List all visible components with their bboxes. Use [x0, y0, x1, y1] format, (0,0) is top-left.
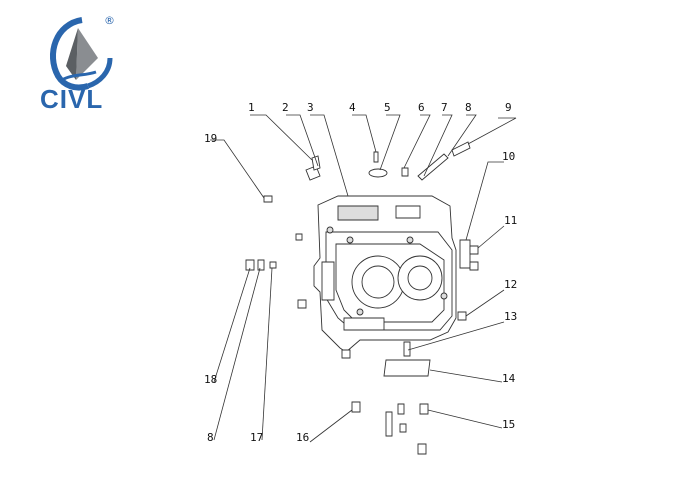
callout-2: 2 [282, 101, 289, 114]
callout-5: 5 [384, 101, 391, 114]
registered-mark: ® [104, 14, 115, 27]
callout-10: 10 [502, 150, 515, 163]
civl-logo [49, 17, 113, 91]
callout-6: 6 [418, 101, 425, 114]
callout-9: 9 [505, 101, 512, 114]
callout-3: 3 [307, 101, 314, 114]
callout-18: 18 [204, 373, 217, 386]
callout-19: 19 [204, 132, 217, 145]
callout-16: 16 [296, 431, 309, 444]
callout-17: 17 [250, 431, 263, 444]
brand-name: CIVL [40, 84, 104, 114]
callout-15: 15 [502, 418, 515, 431]
callout-4: 4 [349, 101, 356, 114]
callout-14: 14 [502, 372, 516, 385]
callout-7: 7 [441, 101, 448, 114]
callout-12: 12 [504, 278, 517, 291]
leader-lines [210, 114, 517, 443]
callout-8-bottom: 8 [207, 431, 214, 444]
callout-labels: 1 2 3 4 5 6 7 8 9 10 11 12 13 14 15 16 1… [204, 101, 517, 444]
callout-11: 11 [504, 214, 517, 227]
callout-1: 1 [248, 101, 255, 114]
callout-8-top: 8 [465, 101, 472, 114]
callout-13: 13 [504, 310, 517, 323]
gearbox-housing [313, 195, 457, 353]
loose-parts [245, 141, 479, 455]
